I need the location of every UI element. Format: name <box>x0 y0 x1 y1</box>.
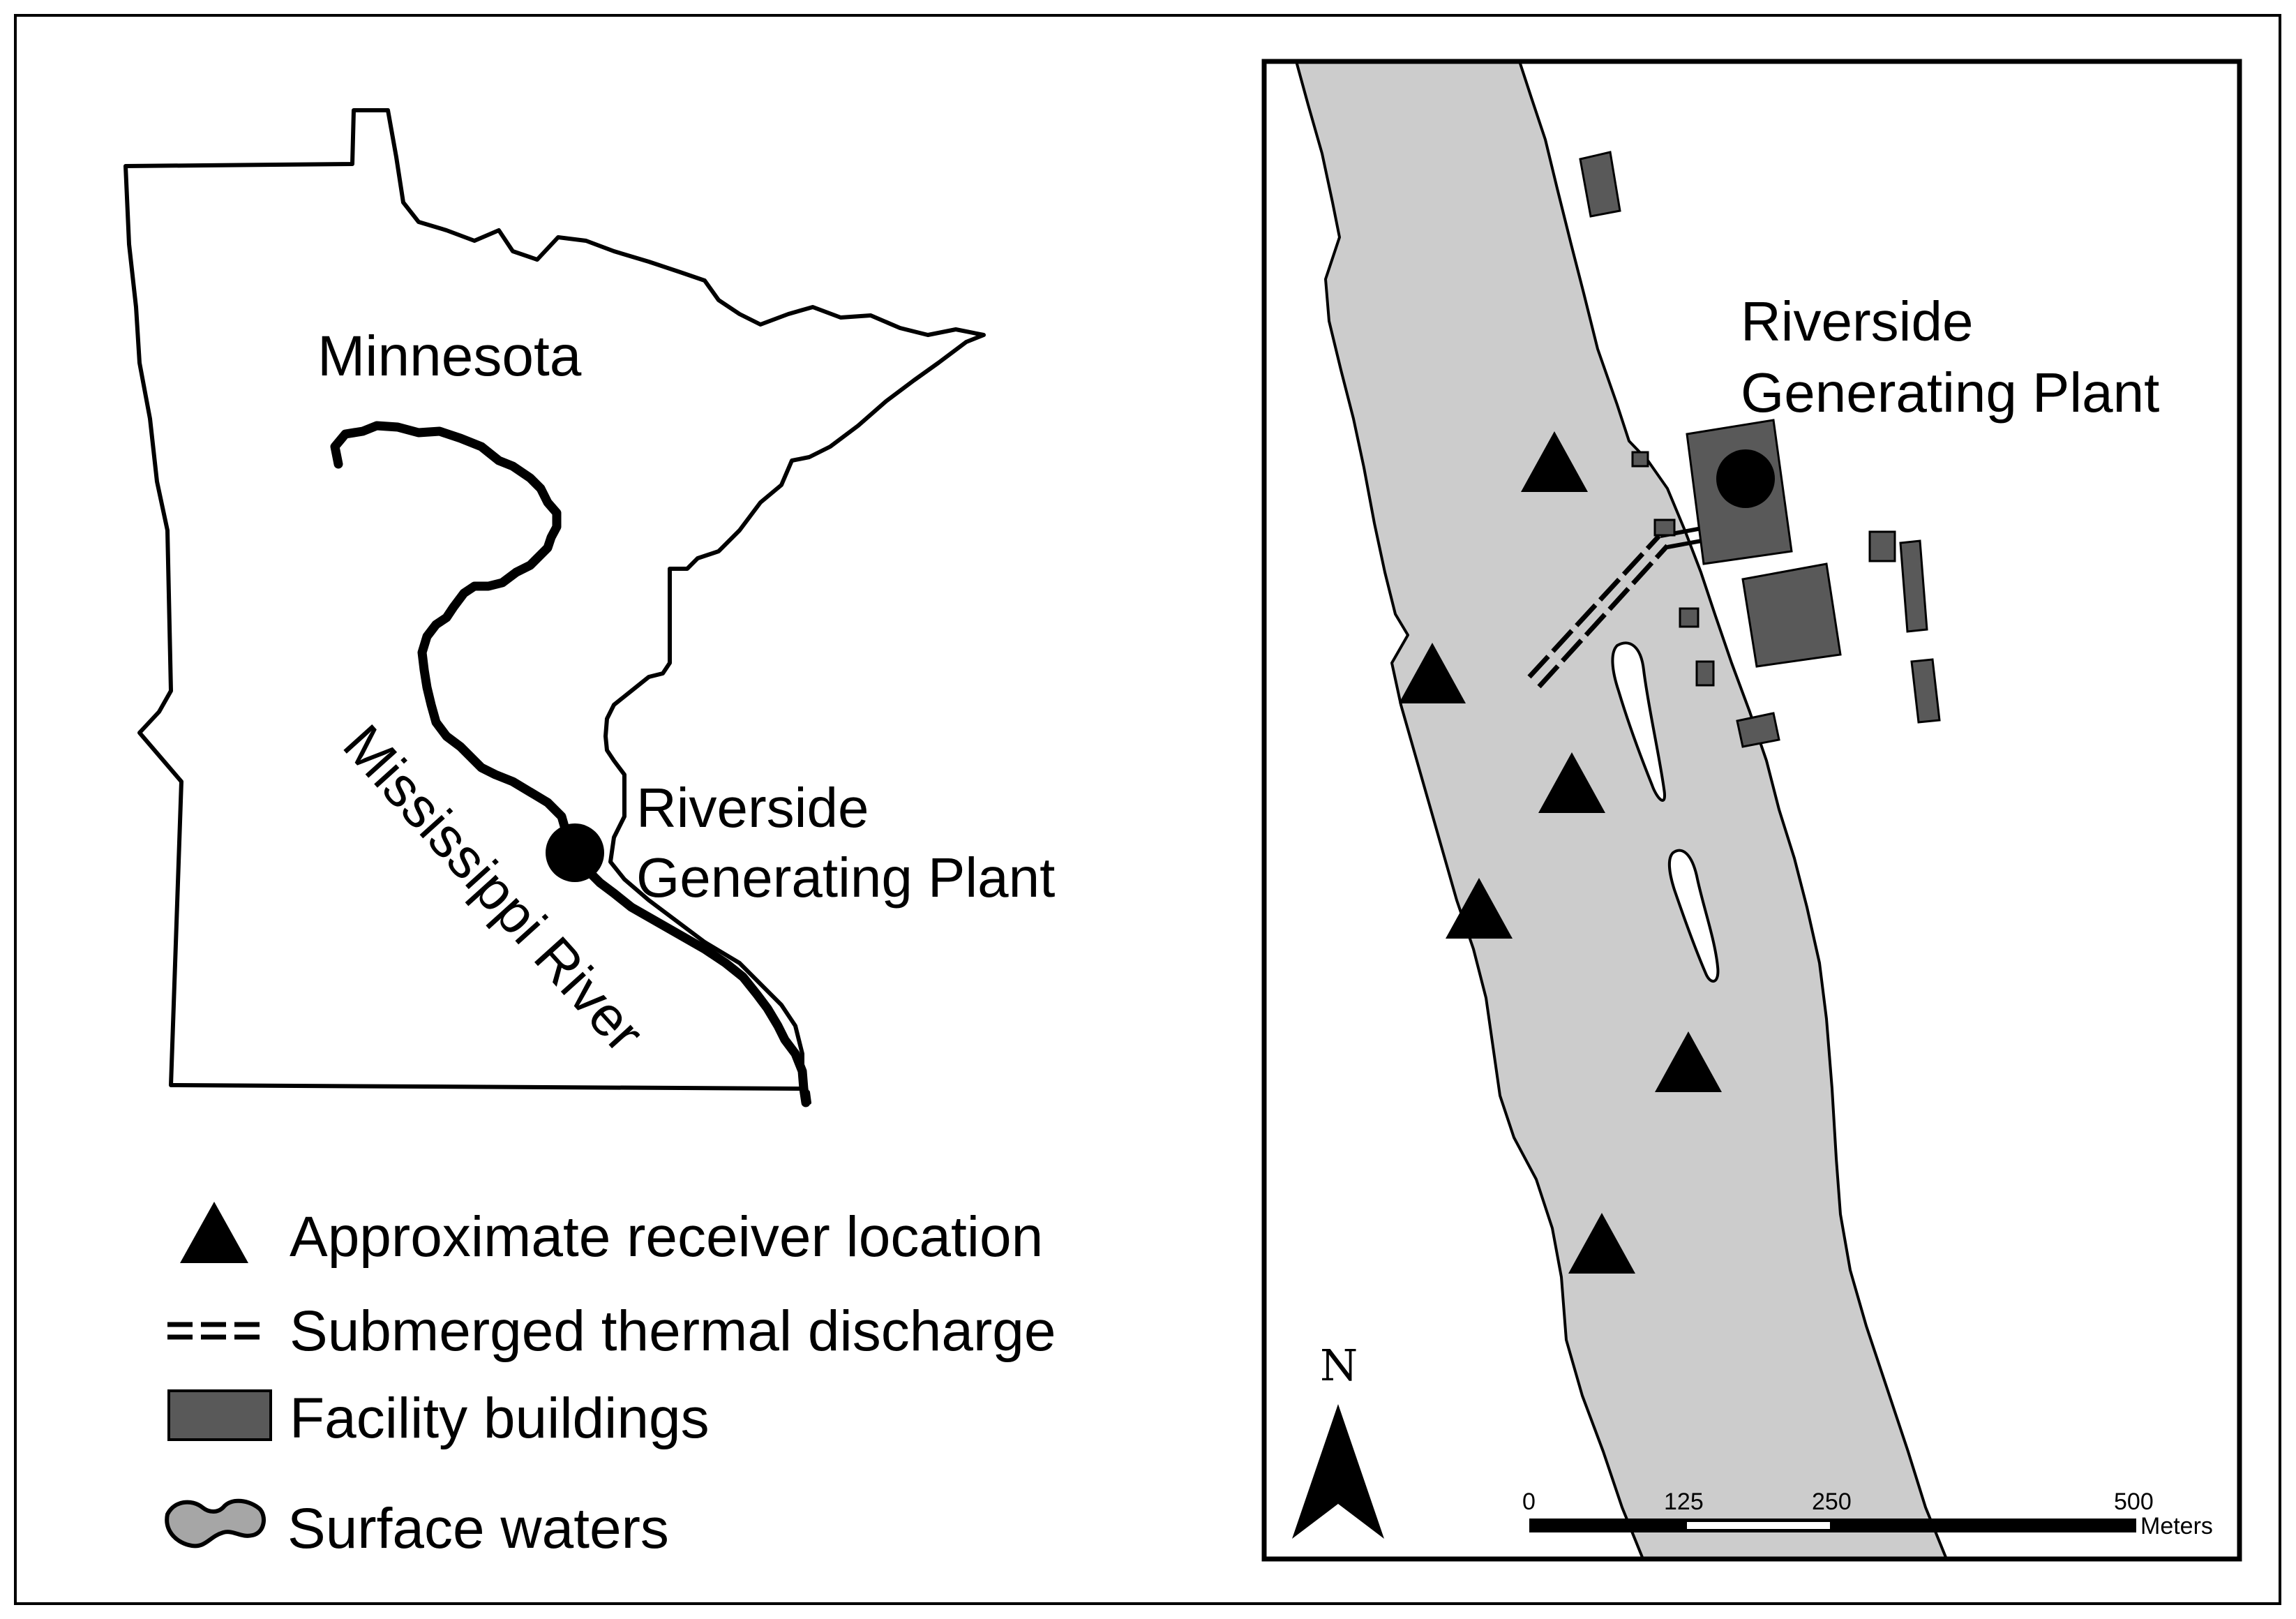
island-upper <box>1611 641 1666 802</box>
river-channel <box>1295 61 1948 1559</box>
state-plant-label-line1: Riverside <box>636 777 869 839</box>
surface-water-icon <box>165 1498 266 1549</box>
detail-plant-label-line2: Generating Plant <box>1741 361 2159 424</box>
legend-item-buildings-label: Facility buildings <box>290 1387 710 1450</box>
receiver-triangle-icon <box>1446 878 1513 939</box>
receiver-triangle-icon <box>1399 643 1466 703</box>
building <box>1631 451 1649 468</box>
building <box>1695 660 1715 687</box>
north-label: N <box>1320 1340 1358 1391</box>
legend-item-receiver-label: Approximate receiver location <box>290 1205 1043 1269</box>
legend-item-discharge-label: Submerged thermal discharge <box>290 1299 1056 1363</box>
scale-bar: 0 125 250 500 Meters <box>1522 1489 2213 1539</box>
legend: Approximate receiver location Submerged … <box>165 1202 1056 1560</box>
receiver-triangle-icon <box>1538 752 1605 813</box>
scale-units: Meters <box>2140 1513 2213 1539</box>
building <box>1579 151 1621 218</box>
state-map: Minnesota Mississippi River Riverside Ge… <box>123 108 1055 1107</box>
scale-tick-250: 250 <box>1812 1489 1852 1515</box>
building <box>1679 607 1700 628</box>
north-arrow-icon <box>1292 1404 1384 1539</box>
receiver-triangle-icon <box>1521 431 1588 492</box>
receiver-triangle-icon <box>180 1202 248 1263</box>
building <box>1868 530 1896 562</box>
building <box>1653 518 1676 537</box>
building-rectangle-icon <box>167 1389 272 1441</box>
building <box>1910 658 1941 724</box>
receiver-triangle-icon <box>1655 1031 1722 1092</box>
scale-tick-0: 0 <box>1522 1489 1536 1515</box>
facility-buildings <box>1579 151 1941 748</box>
discharge-dashed-line-icon <box>167 1322 265 1340</box>
detail-map: Riverside Generating Plant N 0 125 250 5… <box>1261 59 2242 1562</box>
building <box>1899 539 1928 633</box>
building <box>1741 562 1842 668</box>
receiver-triangle-icon <box>1568 1213 1635 1274</box>
state-plant-label-line2: Generating Plant <box>636 846 1055 909</box>
mississippi-river-line <box>330 421 811 1107</box>
legend-item-surface-waters-label: Surface waters <box>287 1497 669 1560</box>
building <box>1736 712 1780 748</box>
state-label: Minnesota <box>317 324 582 388</box>
plant-location-dot <box>546 823 604 882</box>
scale-tick-125: 125 <box>1664 1489 1704 1515</box>
north-arrow: N <box>1292 1340 1384 1539</box>
detail-map-frame <box>1261 59 2242 1562</box>
receiver-locations <box>1399 431 1722 1274</box>
plant-location-dot <box>1716 449 1775 508</box>
island-lower <box>1668 849 1720 983</box>
scale-tick-500: 500 <box>2114 1489 2154 1515</box>
detail-plant-label-line1: Riverside <box>1741 290 1973 352</box>
